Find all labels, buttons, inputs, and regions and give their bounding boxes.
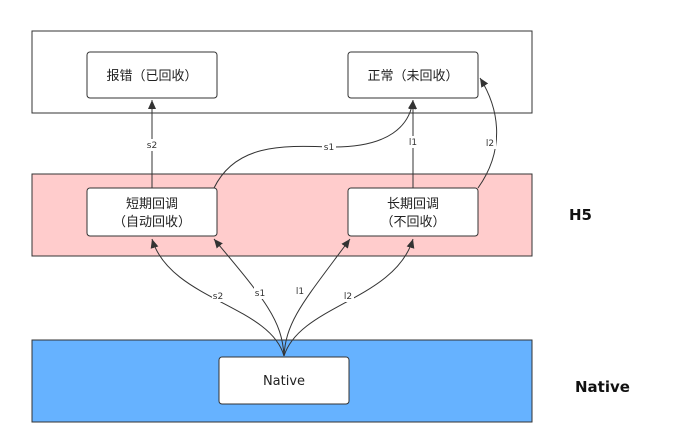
edge-label-native-to-long-l1: l1 xyxy=(296,287,304,297)
edge-label-native-to-short-s2: s2 xyxy=(213,292,223,302)
edge-long-to-normal-l2 xyxy=(477,77,498,189)
node-error-label: 报错（已回收） xyxy=(106,69,197,84)
edge-label-short-to-normal: s1 xyxy=(324,143,334,153)
node-normal-label: 正常（未回收） xyxy=(367,69,458,84)
node-error-box xyxy=(86,51,218,99)
node-normal-box xyxy=(347,51,479,99)
edge-label-short-to-error: s2 xyxy=(147,141,157,151)
node-long-callback-box xyxy=(347,187,479,237)
node-long-callback-line1: 长期回调 xyxy=(387,197,439,212)
node-short-callback-line1: 短期回调 xyxy=(126,197,178,212)
edge-label-native-to-short-s1: s1 xyxy=(255,289,265,299)
h5-lane-label: H5 xyxy=(569,206,592,224)
edge-native-to-long-l1 xyxy=(283,238,351,357)
edge-native-to-short-s1 xyxy=(213,238,285,357)
node-short-callback-box xyxy=(86,187,218,237)
edge-label-long-to-normal-l1: l1 xyxy=(409,138,417,148)
node-short-callback-line2: （自动回收） xyxy=(113,215,191,230)
node-long-callback-line2: （不回收） xyxy=(380,215,445,230)
edge-label-native-to-long-l2: l2 xyxy=(344,292,352,302)
node-native-box xyxy=(218,356,350,405)
native-lane-label: Native xyxy=(575,378,630,396)
node-native-label: Native xyxy=(263,374,305,389)
edge-label-long-to-normal-l2: l2 xyxy=(486,139,494,149)
